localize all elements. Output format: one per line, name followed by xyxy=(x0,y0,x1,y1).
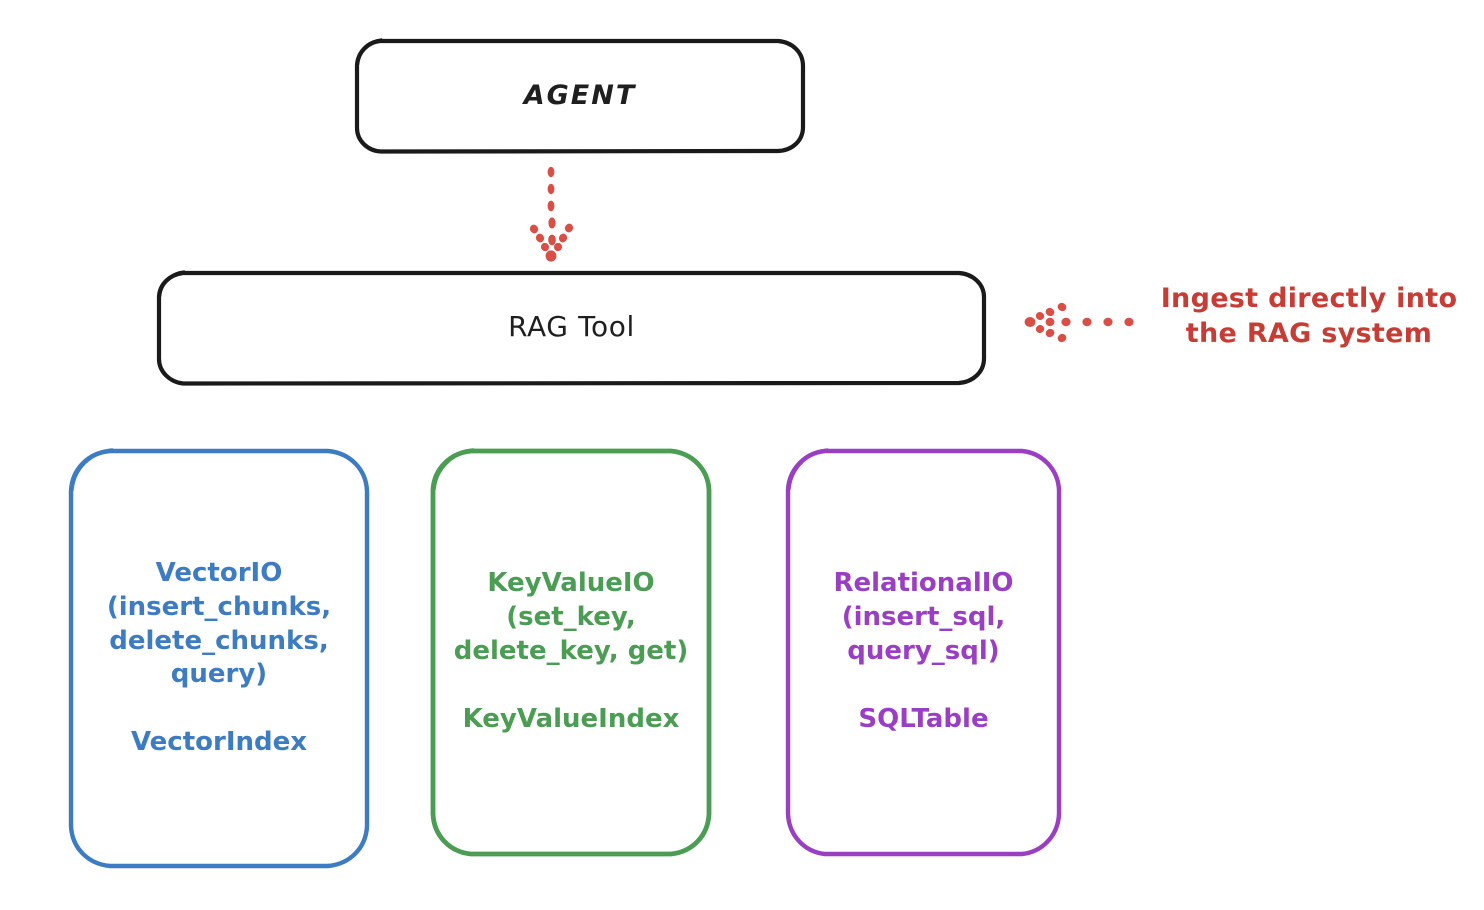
vector-io-box-outline xyxy=(68,448,370,869)
agent-label: AGENT xyxy=(523,80,637,112)
rag-tool-label: RAG Tool xyxy=(508,310,635,344)
relational-io-secondary-label: SQLTable xyxy=(858,703,989,734)
vector-io-primary-label: VectorIO (insert_chunks, delete_chunks, … xyxy=(106,558,332,690)
dotted-down-arrow-icon xyxy=(529,166,574,262)
vector-io-secondary-label: VectorIndex xyxy=(130,727,308,758)
relational-io-primary-label: RelationalIO (insert_sql, query_sql) xyxy=(833,568,1014,666)
agent-box-outline xyxy=(354,38,806,154)
node-key-value-io[interactable]: KeyValueIO (set_key, delete_key, get) Ke… xyxy=(429,447,713,857)
key-value-io-box-outline xyxy=(430,448,712,857)
key-value-io-secondary-label: KeyValueIndex xyxy=(462,703,680,734)
key-value-io-primary-label: KeyValueIO (set_key, delete_key, get) xyxy=(453,568,689,666)
node-agent[interactable]: AGENT xyxy=(354,38,806,154)
node-relational-io[interactable]: RelationalIO (insert_sql, query_sql) SQL… xyxy=(784,447,1063,857)
dotted-left-arrow-icon xyxy=(1024,302,1134,343)
node-rag-tool[interactable]: RAG Tool xyxy=(156,270,987,386)
ingest-annotation-label: Ingest directly into the RAG system xyxy=(1160,283,1458,350)
relational-io-box-outline xyxy=(785,448,1062,857)
node-vector-io[interactable]: VectorIO (insert_chunks, delete_chunks, … xyxy=(67,447,371,870)
rag-tool-box-outline xyxy=(156,270,987,386)
